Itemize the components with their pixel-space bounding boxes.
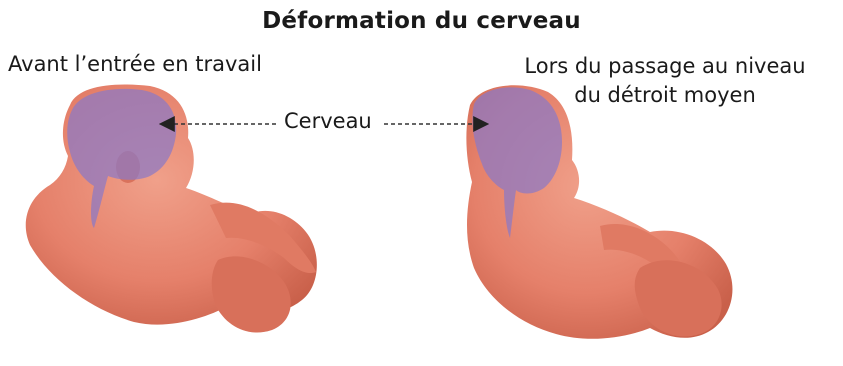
fetus-midpelvis <box>466 85 732 338</box>
fetus-before-labor <box>26 84 317 332</box>
brain-label: Cerveau <box>280 109 376 133</box>
